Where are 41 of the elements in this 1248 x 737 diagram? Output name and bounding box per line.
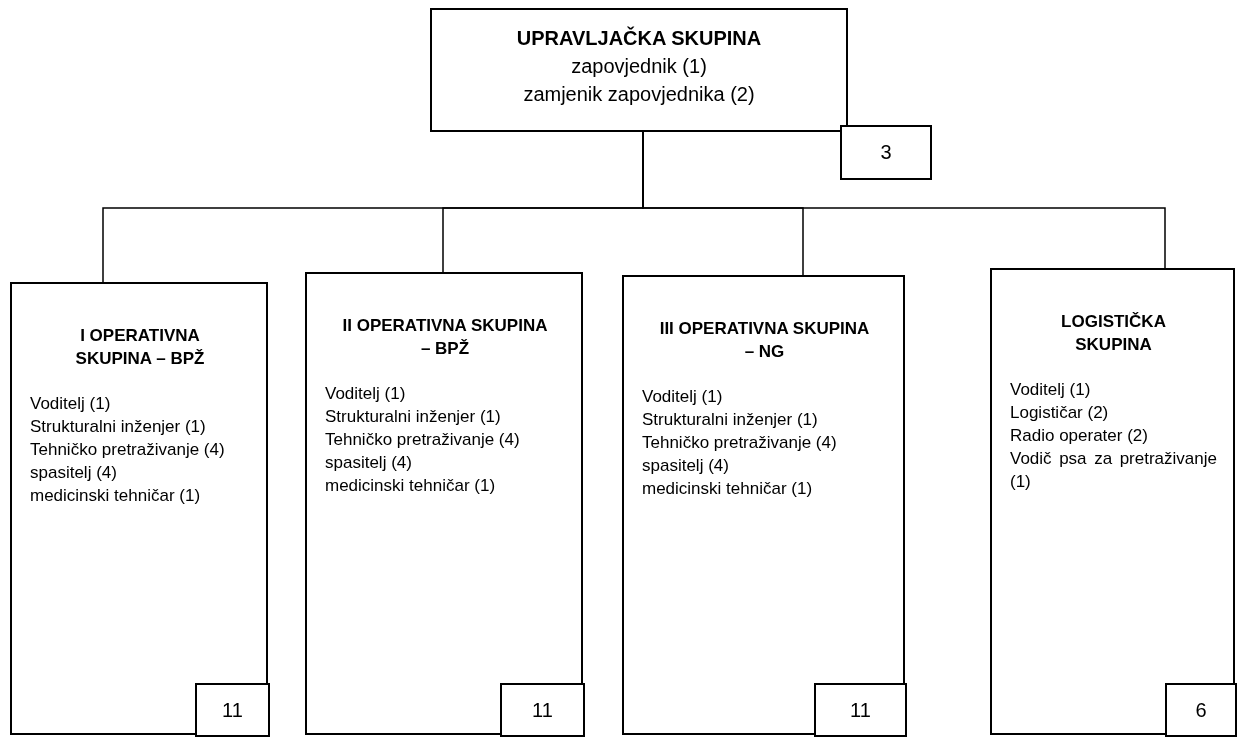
group-box xyxy=(10,282,268,735)
role-text: Strukturalni inženjer (1) xyxy=(325,406,502,428)
role-text: Tehničko pretraživanje (4) xyxy=(642,432,838,454)
role-text: Strukturalni inženjer (1) xyxy=(642,409,819,431)
count-box xyxy=(1165,683,1237,737)
role-text: medicinski tehničar (1) xyxy=(325,475,497,497)
group-box xyxy=(622,275,905,735)
group-heading: UPRAVLJAČKA SKUPINA xyxy=(515,25,763,51)
group-heading: III OPERATIVNA SKUPINA – NG xyxy=(658,318,871,363)
count-box xyxy=(500,683,585,737)
member-count: 3 xyxy=(880,141,892,164)
member-count: 11 xyxy=(850,698,871,722)
role-text: spasitelj (4) xyxy=(325,452,413,474)
role-text: Voditelj (1) xyxy=(325,383,407,405)
count-box xyxy=(814,683,907,737)
role-text: Logističar (2) xyxy=(1010,402,1110,424)
count-box xyxy=(840,125,932,180)
role-text: zapovjednik (1) xyxy=(570,54,708,79)
group-box xyxy=(990,268,1235,735)
member-count: 11 xyxy=(532,698,553,722)
count-box xyxy=(195,683,270,737)
group-heading: II OPERATIVNA SKUPINA – BPŽ xyxy=(341,315,549,360)
role-text: Voditelj (1) xyxy=(642,386,724,408)
management-box xyxy=(430,8,848,132)
role-text: Voditelj (1) xyxy=(1010,379,1092,401)
role-text: Vodič psa za pretraživanje (1) xyxy=(1010,448,1217,493)
group-box xyxy=(305,272,583,735)
group-heading: LOGISTIČKA SKUPINA xyxy=(1060,311,1167,356)
member-count: 11 xyxy=(222,698,243,722)
role-text: medicinski tehničar (1) xyxy=(30,485,202,507)
group-heading: I OPERATIVNA SKUPINA – BPŽ xyxy=(74,325,206,370)
role-text: Tehničko pretraživanje (4) xyxy=(30,439,226,461)
role-text: Radio operater (2) xyxy=(1010,425,1149,447)
role-text: spasitelj (4) xyxy=(642,455,730,477)
member-count: 6 xyxy=(1195,698,1207,722)
role-text: medicinski tehničar (1) xyxy=(642,478,814,500)
role-text: Tehničko pretraživanje (4) xyxy=(325,429,521,451)
role-text: zamjenik zapovjednika (2) xyxy=(522,82,756,107)
role-text: Strukturalni inženjer (1) xyxy=(30,416,207,438)
role-text: spasitelj (4) xyxy=(30,462,118,484)
role-text: Voditelj (1) xyxy=(30,393,112,415)
